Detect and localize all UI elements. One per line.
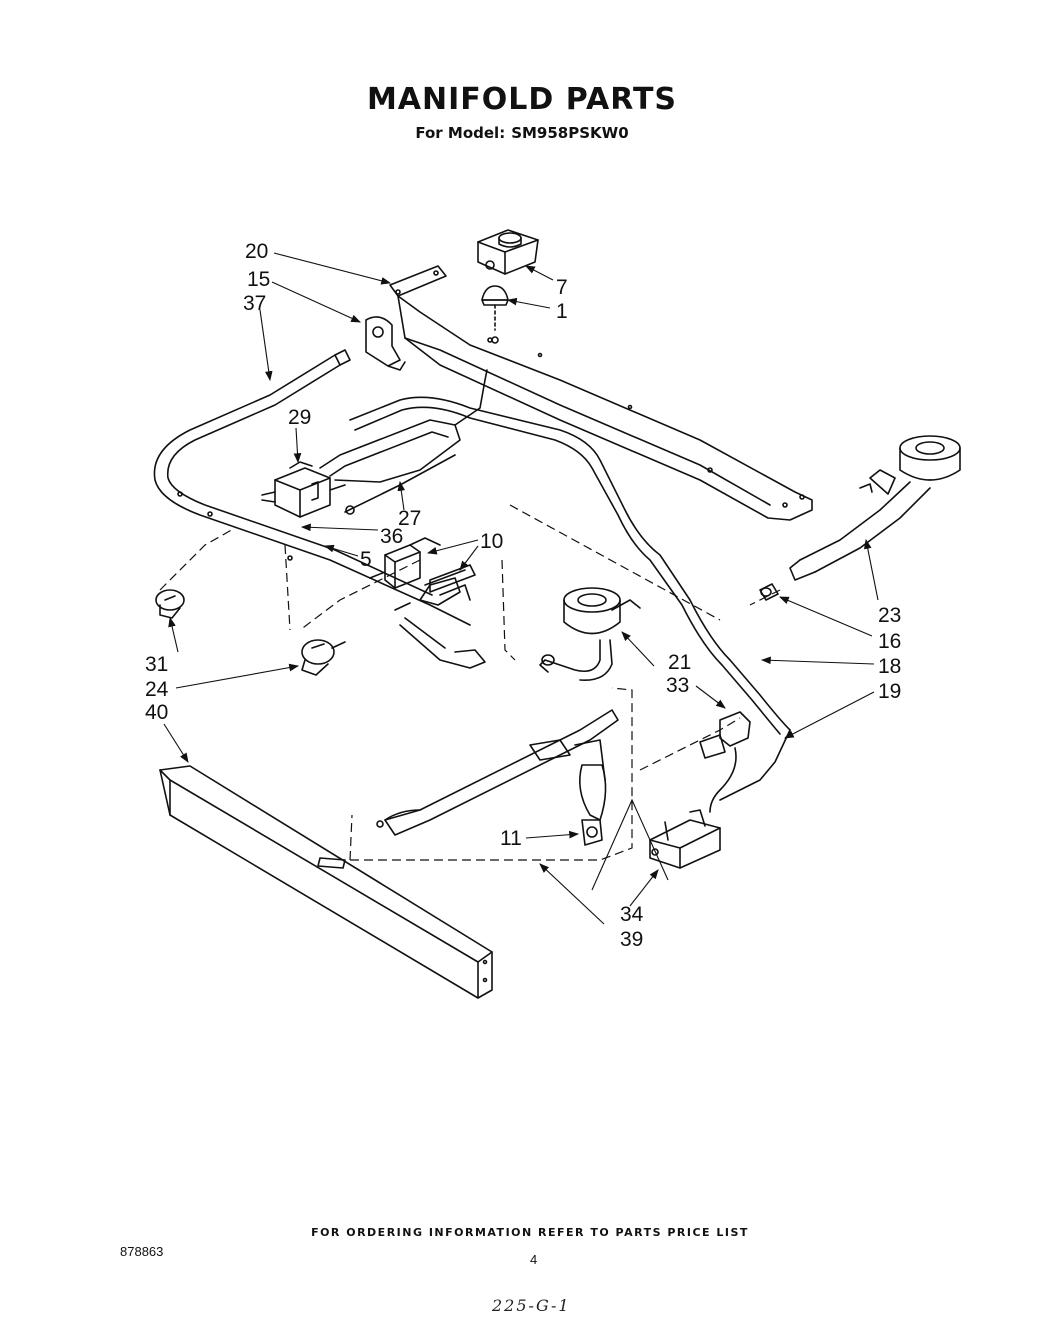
oven-burner-tube xyxy=(399,617,486,669)
orifice-hood xyxy=(481,285,509,344)
callout-number: 19 xyxy=(878,680,901,703)
callout-number: 34 xyxy=(620,903,644,926)
callout-number: 31 xyxy=(145,653,168,676)
burner-valve xyxy=(369,537,476,611)
gas-line-tube xyxy=(349,396,791,735)
handwritten-note: 225-G-1 xyxy=(492,1296,571,1315)
center-burner xyxy=(539,587,641,681)
mounting-bracket xyxy=(365,316,406,371)
control-knob-switch xyxy=(301,639,346,676)
ordering-info: FOR ORDERING INFORMATION REFER TO PARTS … xyxy=(311,1226,749,1239)
callout-number: 1 xyxy=(556,300,568,323)
top-burner-head xyxy=(477,229,539,275)
oven-burner-assembly xyxy=(376,709,619,846)
igniter-switch xyxy=(155,589,185,619)
callout-number: 10 xyxy=(480,530,503,553)
callout-labels: 20 15 37 7 1 29 27 36 5 10 31 24 40 21 3… xyxy=(145,240,901,951)
capillary-tube xyxy=(319,369,488,515)
oven-thermostat-valve xyxy=(261,461,346,518)
callout-number: 24 xyxy=(145,678,169,701)
callout-number: 5 xyxy=(360,548,372,571)
callout-number: 36 xyxy=(380,525,403,548)
right-burner xyxy=(789,435,961,581)
callout-number: 39 xyxy=(620,928,643,951)
callout-number: 20 xyxy=(245,240,268,263)
page-title: MANIFOLD PARTS xyxy=(366,82,678,117)
callout-number: 7 xyxy=(556,276,568,299)
thermostat-sensor xyxy=(699,711,791,813)
manifold-bracket xyxy=(389,265,813,521)
callout-number: 15 xyxy=(247,268,270,291)
callout-number: 11 xyxy=(500,827,522,850)
callout-number: 29 xyxy=(288,406,311,429)
callout-number: 23 xyxy=(878,604,901,627)
callout-number: 27 xyxy=(398,507,421,530)
callout-number: 37 xyxy=(243,292,266,315)
callout-number: 33 xyxy=(666,674,689,697)
callout-number: 16 xyxy=(878,630,901,653)
model-label: For Model: xyxy=(415,124,506,142)
page-number: 4 xyxy=(530,1252,538,1267)
model-value: SM958PSKW0 xyxy=(511,124,629,142)
callout-number: 40 xyxy=(145,701,168,724)
safety-valve xyxy=(649,809,721,869)
callout-number: 18 xyxy=(878,655,901,678)
model-line: For Model: SM958PSKW0 xyxy=(0,124,1044,142)
front-manifold-panel xyxy=(159,765,493,999)
document-number: 878863 xyxy=(120,1244,164,1259)
orifice-fitting xyxy=(759,583,779,601)
burner-tube-loop xyxy=(153,349,471,626)
callout-number: 21 xyxy=(668,651,691,674)
